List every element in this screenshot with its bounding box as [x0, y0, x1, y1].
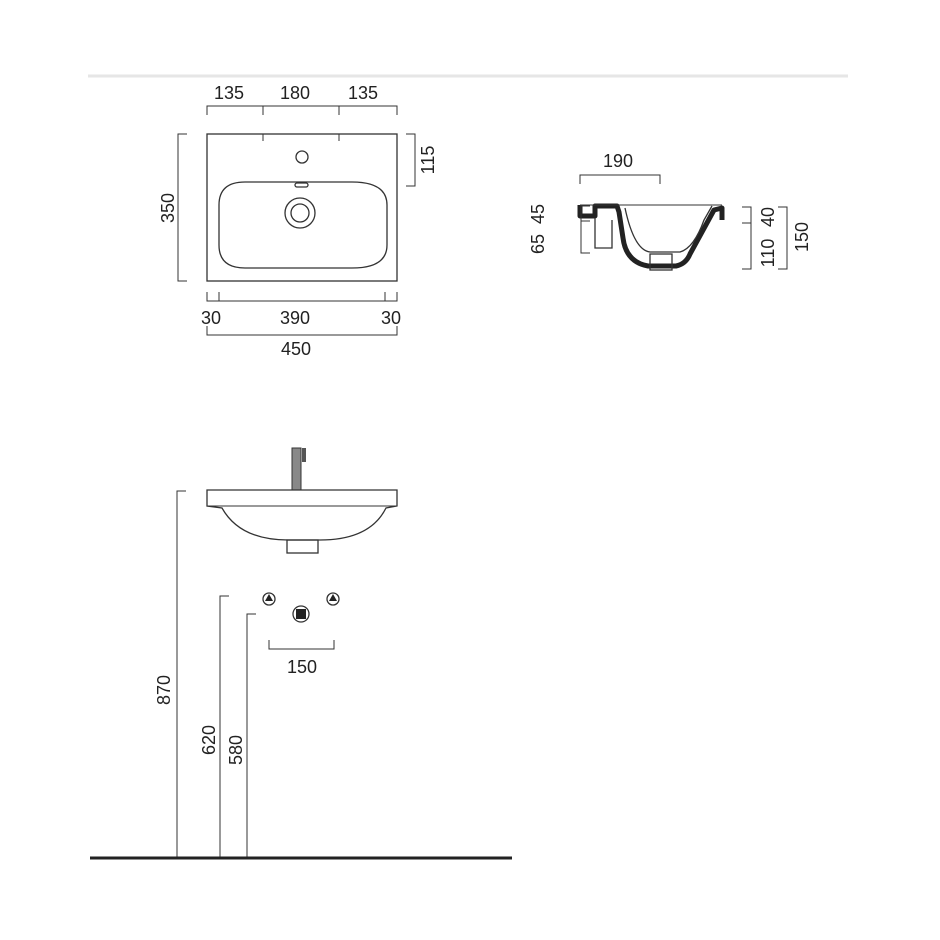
basin-front — [206, 489, 398, 541]
cold-supply-marker — [265, 594, 273, 601]
dim-waste-height: 580 — [226, 735, 246, 765]
tap-hole — [295, 150, 309, 164]
depth-dimension: 190 — [579, 151, 661, 184]
dim-bottom-middle: 390 — [280, 308, 310, 328]
supply-height-dimension: 620 — [199, 595, 229, 858]
supply-spacing-dimension: 150 — [268, 640, 335, 677]
drain-outer — [284, 197, 316, 229]
dim-height: 350 — [158, 193, 178, 223]
dim-top-left: 135 — [214, 83, 244, 103]
front-view: 150 870 620 580 — [90, 447, 512, 860]
bottom-dimension: 30 390 30 — [201, 292, 401, 328]
drain-inner — [290, 203, 310, 223]
tap-offset-dimension: 115 — [406, 133, 438, 187]
top-view: 135 180 135 350 115 — [158, 83, 438, 359]
basin-waste — [286, 539, 319, 554]
faucet-lever — [302, 448, 306, 462]
dim-top-middle: 180 — [280, 83, 310, 103]
dim-left-upper: 45 — [528, 204, 548, 224]
basin-height-dimension: 870 — [154, 490, 186, 858]
dim-supply-spacing: 150 — [287, 657, 317, 677]
section-waste-outlet — [649, 253, 673, 271]
supply-points — [262, 592, 340, 623]
dim-left-lower: 65 — [528, 234, 548, 254]
dim-depth: 190 — [603, 151, 633, 171]
basin-top-outline — [206, 133, 398, 282]
section-view: 190 45 65 40 110 150 — [528, 151, 812, 271]
dim-supply-height: 620 — [199, 725, 219, 755]
left-stack-dimension: 45 65 — [528, 204, 590, 254]
dim-right-total: 150 — [792, 222, 812, 252]
bowl-outline — [218, 181, 388, 269]
right-stack-dimension: 40 110 150 — [742, 206, 812, 270]
dim-top-right: 135 — [348, 83, 378, 103]
waste-height-dimension: 580 — [226, 613, 256, 858]
section-wall-bracket — [594, 218, 613, 249]
section-profile-thick — [577, 203, 725, 269]
dim-total-width: 450 — [281, 339, 311, 359]
dim-tap-offset: 115 — [418, 146, 438, 175]
waste-outlet-core — [296, 609, 306, 619]
dim-right-lower: 110 — [758, 239, 778, 268]
total-width-dimension: 450 — [206, 326, 398, 359]
dim-bottom-left: 30 — [201, 308, 221, 328]
top-width-dimension: 135 180 135 — [206, 83, 398, 115]
faucet-spout — [291, 447, 302, 491]
hot-supply-marker — [329, 594, 337, 601]
height-dimension: 350 — [158, 133, 187, 282]
overflow-slot — [294, 182, 309, 188]
dim-basin-height: 870 — [154, 675, 174, 705]
dim-right-upper: 40 — [758, 207, 778, 227]
dim-bottom-right: 30 — [381, 308, 401, 328]
section-profile-inner — [624, 205, 713, 253]
